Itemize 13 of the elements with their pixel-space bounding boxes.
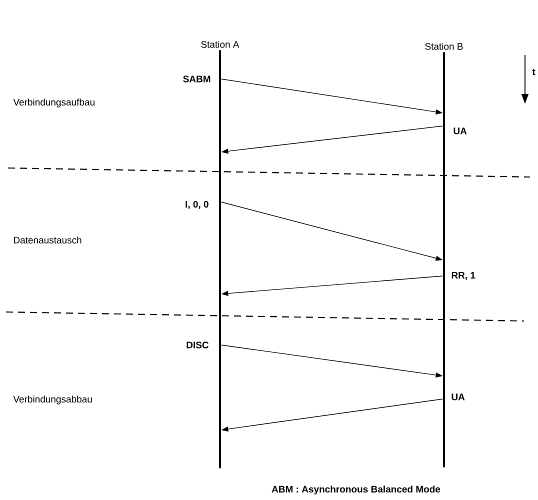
message-label: RR, 1: [452, 272, 476, 280]
phase-label: Verbindungsaufbau: [13, 98, 94, 108]
node-label: Station A: [201, 40, 240, 48]
node-label: Station B: [425, 42, 463, 50]
message-label: UA: [452, 394, 465, 400]
axis-label: t: [532, 68, 536, 76]
message-label: SABM: [183, 76, 210, 82]
message-label: UA: [454, 128, 467, 134]
footnote: ABM : Asynchronous Balanced Mode: [272, 486, 440, 494]
message-label: I, 0, 0: [186, 200, 208, 210]
phase-label: Verbindungsabbau: [13, 396, 92, 404]
phase-label: Datenaustausch: [14, 236, 82, 244]
message-label: DISC: [186, 342, 209, 348]
